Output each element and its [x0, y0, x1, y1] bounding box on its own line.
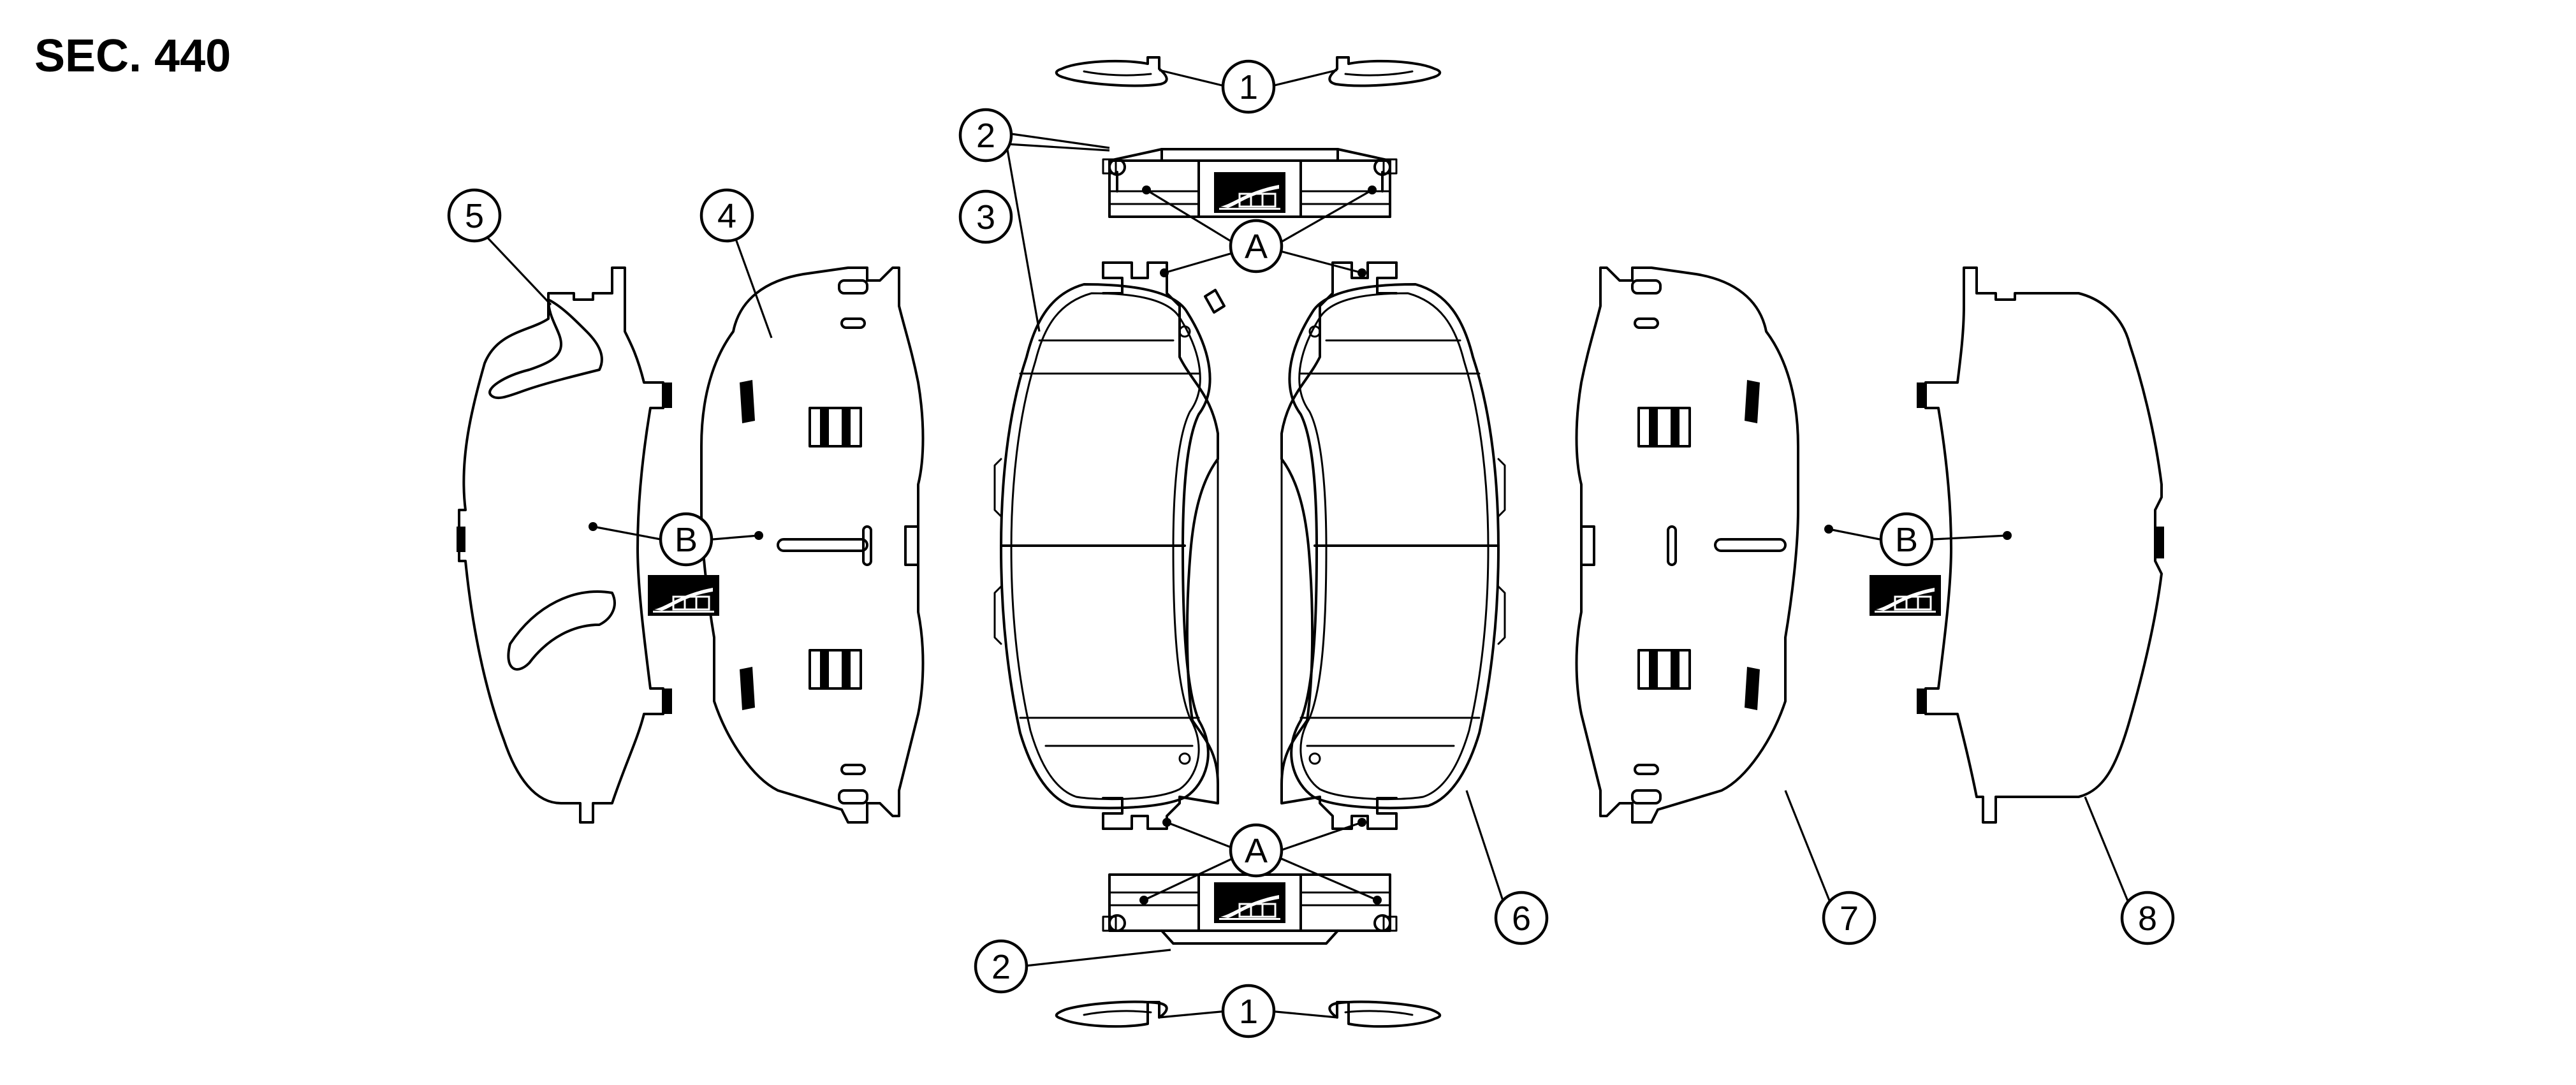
pad-retainer-bottom — [1102, 873, 1398, 945]
callout-5: 5 — [447, 188, 502, 243]
caliper-torque-member — [1102, 261, 1398, 830]
callout-2-top: 2 — [958, 108, 1013, 163]
callout-1-label: 1 — [1239, 993, 1258, 1031]
callout-2-bottom: 2 — [974, 939, 1028, 994]
leader-lines — [483, 133, 2136, 968]
inner-shim-left — [647, 266, 925, 824]
callout-3: 3 — [958, 189, 1013, 244]
callout-B-left: B — [659, 512, 714, 567]
spring-clip-lower — [809, 649, 862, 690]
inner-brake-pad — [993, 283, 1211, 810]
section-title: SEC. 440 — [34, 31, 231, 82]
callout-6-label: 6 — [1512, 899, 1531, 938]
spring-clip-upper — [1637, 407, 1691, 448]
outer-shim-left — [457, 266, 672, 824]
grease-icon — [1213, 171, 1287, 214]
callout-A-label: A — [1245, 832, 1268, 870]
callout-B-label: B — [675, 521, 698, 559]
application-point-dots — [589, 186, 2012, 905]
callout-3-label: 3 — [976, 198, 995, 237]
spring-clip-lower — [1637, 649, 1691, 690]
callout-A-label: A — [1245, 228, 1268, 266]
callout-8: 8 — [2120, 891, 2175, 945]
return-spring-bottom — [1055, 1000, 1442, 1028]
callout-B-label: B — [1895, 521, 1918, 559]
callout-A-top: A — [1229, 219, 1284, 273]
callout-A-bottom: A — [1229, 823, 1284, 878]
callout-7-label: 7 — [1840, 899, 1859, 938]
callout-2-label: 2 — [992, 948, 1011, 986]
outer-shim-right — [1917, 266, 2164, 824]
callout-6: 6 — [1494, 891, 1549, 945]
outer-brake-pad — [1288, 283, 1506, 810]
callout-5-label: 5 — [465, 197, 484, 235]
callout-1-top: 1 — [1221, 59, 1276, 114]
inner-shim-right — [1575, 266, 1942, 824]
callout-B-right: B — [1879, 512, 1934, 567]
pad-retainer-top — [1102, 148, 1398, 218]
grease-icon — [1213, 881, 1287, 924]
callout-4: 4 — [699, 188, 754, 243]
callout-8-label: 8 — [2138, 899, 2157, 938]
callout-4-label: 4 — [717, 197, 736, 235]
spring-clip-upper — [809, 407, 862, 448]
callout-1-label: 1 — [1239, 68, 1258, 106]
grease-icon — [647, 574, 721, 617]
return-spring-top — [1055, 56, 1442, 88]
callout-2-label: 2 — [976, 117, 995, 155]
grease-icon — [1868, 574, 1942, 617]
callout-1-bottom: 1 — [1221, 984, 1276, 1038]
callout-7: 7 — [1822, 891, 1877, 945]
